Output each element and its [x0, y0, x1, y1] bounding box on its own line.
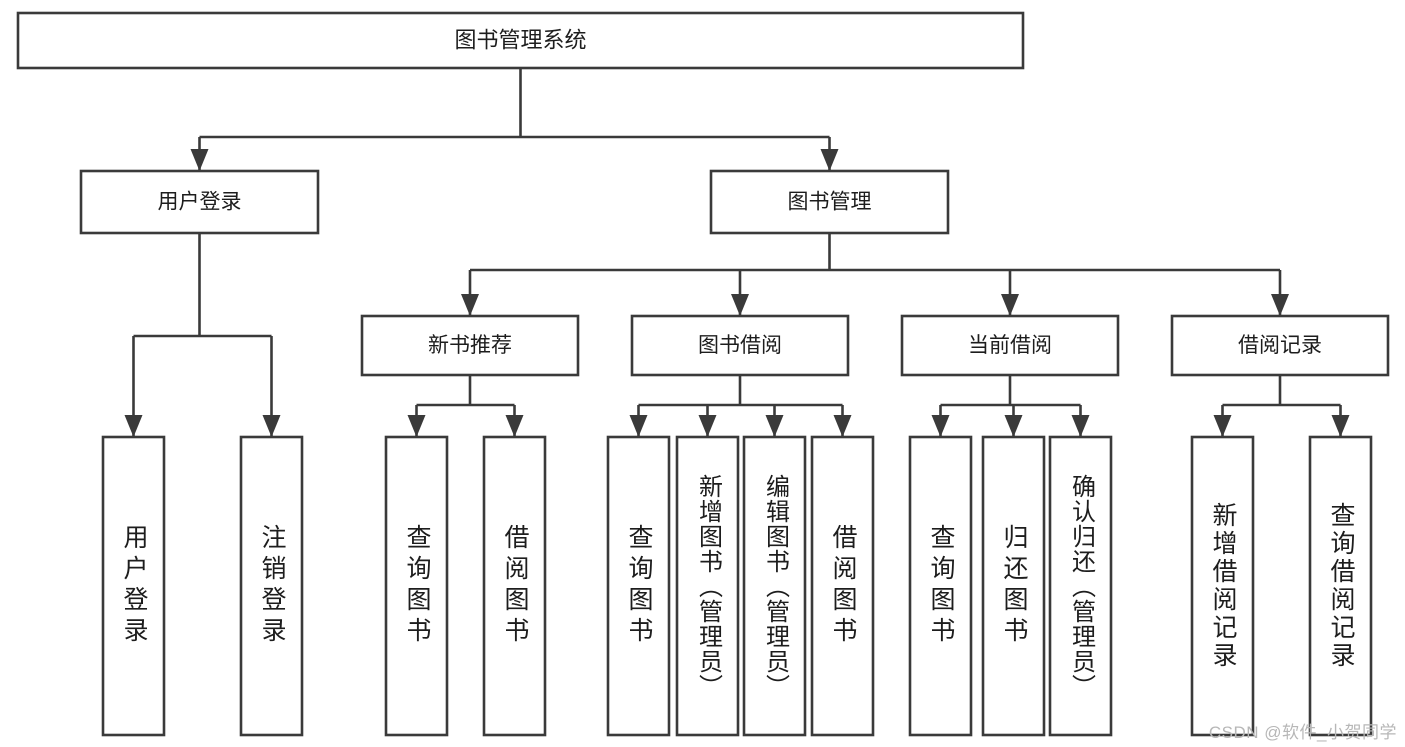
- node-box-leaf-query-book-cur[interactable]: [908, 435, 973, 737]
- arrow-head-leaf-query-record: [1331, 415, 1350, 437]
- arrow-head-current-borrow: [1001, 294, 1019, 316]
- node-label-new-book-rec: 新书推荐: [428, 334, 512, 357]
- node-box-leaf-add-book[interactable]: [675, 435, 740, 737]
- arrow-head-leaf-add-book: [698, 415, 717, 437]
- node-box-book-manage[interactable]: [709, 169, 950, 235]
- node-label-borrow-record: 借阅记录: [1238, 334, 1322, 357]
- csdn-watermark: CSDN @软件_小贺同学: [1208, 723, 1397, 742]
- arrow-head-book-borrow: [731, 294, 749, 316]
- node-box-leaf-add-record[interactable]: [1190, 435, 1255, 737]
- arrow-head-borrow-record: [1271, 294, 1289, 316]
- node-box-leaf-confirm-return[interactable]: [1048, 435, 1113, 737]
- arrow-head-leaf-edit-book: [765, 415, 784, 437]
- connector-layer: [124, 68, 1350, 437]
- arrow-head-leaf-confirm-return: [1071, 415, 1090, 437]
- arrow-head-leaf-query-book-cur: [931, 415, 950, 437]
- node-box-leaf-user-login[interactable]: [101, 435, 166, 737]
- node-box-leaf-query-book-borrow[interactable]: [606, 435, 671, 737]
- arrow-head-leaf-borrow-book-rec: [505, 415, 524, 437]
- arrow-head-leaf-add-record: [1213, 415, 1232, 437]
- arrow-head-leaf-logout: [262, 415, 281, 437]
- node-box-borrow-record[interactable]: [1170, 314, 1390, 377]
- node-box-leaf-query-record[interactable]: [1308, 435, 1373, 737]
- arrow-head-book-manage: [820, 149, 839, 171]
- arrow-head-leaf-user-login: [124, 415, 143, 437]
- node-box-leaf-borrow-book-rec[interactable]: [482, 435, 547, 737]
- node-box-layer: [16, 11, 1390, 737]
- arrow-head-leaf-query-book-borrow: [629, 415, 648, 437]
- node-box-leaf-return-book[interactable]: [981, 435, 1046, 737]
- node-box-leaf-borrow-book[interactable]: [810, 435, 875, 737]
- node-label-current-borrow: 当前借阅: [968, 334, 1052, 357]
- node-box-new-book-rec[interactable]: [360, 314, 580, 377]
- arrow-head-leaf-query-book-rec: [407, 415, 426, 437]
- node-label-user-login: 用户登录: [158, 191, 242, 214]
- arrow-head-leaf-return-book: [1004, 415, 1023, 437]
- node-box-current-borrow[interactable]: [900, 314, 1120, 377]
- arrow-head-user-login: [190, 149, 209, 171]
- node-label-root: 图书管理系统: [454, 27, 586, 52]
- arrow-head-leaf-borrow-book: [833, 415, 852, 437]
- arrow-head-new-book-rec: [461, 294, 479, 316]
- node-box-leaf-logout[interactable]: [239, 435, 304, 737]
- node-box-leaf-query-book-rec[interactable]: [384, 435, 449, 737]
- node-box-leaf-edit-book[interactable]: [742, 435, 807, 737]
- node-box-root[interactable]: [16, 11, 1025, 70]
- node-label-book-borrow: 图书借阅: [698, 334, 782, 357]
- node-box-user-login[interactable]: [79, 169, 320, 235]
- node-box-book-borrow[interactable]: [630, 314, 850, 377]
- node-label-book-manage: 图书管理: [788, 191, 872, 214]
